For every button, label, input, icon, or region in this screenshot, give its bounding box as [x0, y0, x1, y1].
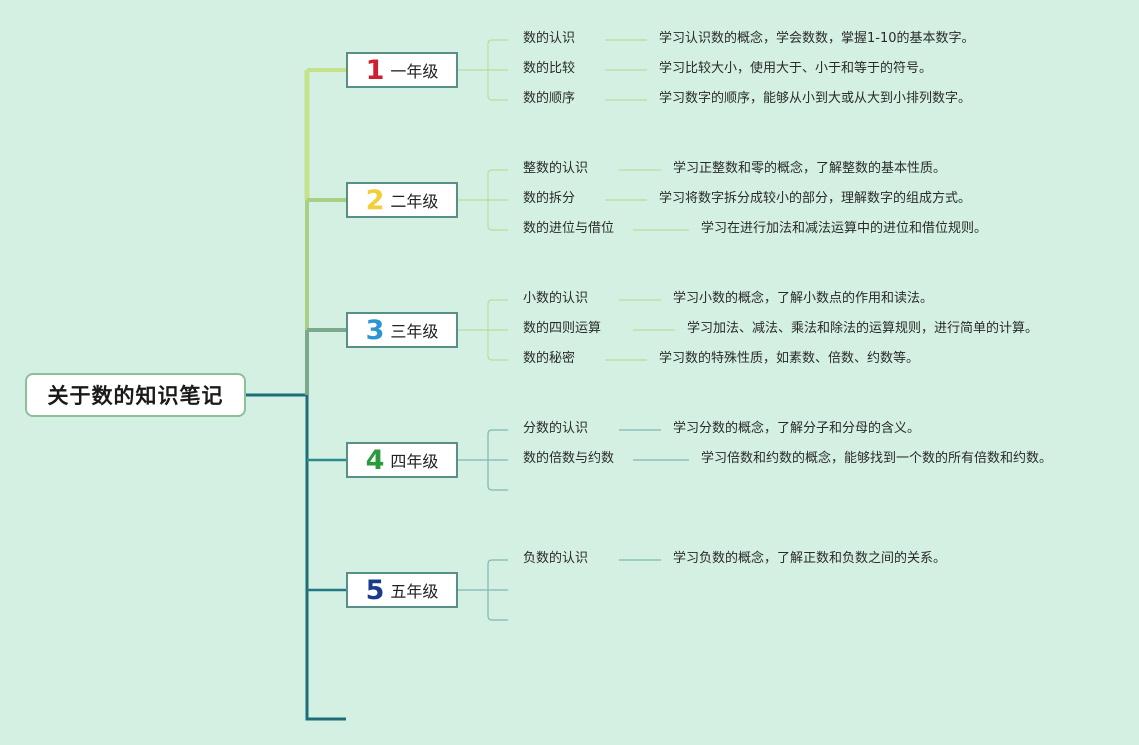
topic-description-4-1: 学习分数的概念，了解分子和分母的含义。: [673, 421, 921, 436]
topic-description-2-2: 学习将数字拆分成较小的部分，理解数字的组成方式。: [659, 191, 972, 206]
topic-description-3-2: 学习加法、减法、乘法和除法的运算规则，进行简单的计算。: [687, 321, 1039, 336]
grade-node-4[interactable]: 4 四年级: [346, 442, 458, 478]
grade-number-5: 5: [365, 574, 385, 606]
topic-description-5-1: 学习负数的概念，了解正数和负数之间的关系。: [673, 551, 947, 566]
topic-description-3-3: 学习数的特殊性质，如素数、倍数、约数等。: [659, 351, 920, 366]
root-node[interactable]: 关于数的知识笔记: [25, 373, 246, 417]
topic-description-3-1: 学习小数的概念，了解小数点的作用和读法。: [673, 291, 934, 306]
grade-number-1: 1: [365, 54, 385, 86]
grade-label-4: 四年级: [390, 452, 439, 471]
topic-description-1-1: 学习认识数的概念，学会数数，掌握1-10的基本数字。: [659, 31, 975, 46]
topic-description-2-3: 学习在进行加法和减法运算中的进位和借位规则。: [701, 221, 988, 236]
topic-1-1[interactable]: 数的认识: [523, 31, 576, 46]
grade-label-3: 三年级: [390, 322, 439, 341]
topic-description-2-1: 学习正整数和零的概念，了解整数的基本性质。: [673, 161, 947, 176]
topic-3-1[interactable]: 小数的认识: [523, 291, 589, 306]
topic-description-1-2: 学习比较大小，使用大于、小于和等于的符号。: [659, 61, 933, 76]
grade-node-2[interactable]: 2 二年级: [346, 182, 458, 218]
topic-description-4-2: 学习倍数和约数的概念，能够找到一个数的所有倍数和约数。: [701, 451, 1053, 466]
grade-number-2: 2: [365, 184, 385, 216]
topic-description-1-3: 学习数字的顺序，能够从小到大或从大到小排列数字。: [659, 91, 972, 106]
grade-node-3[interactable]: 3 三年级: [346, 312, 458, 348]
topic-2-2[interactable]: 数的拆分: [523, 191, 576, 206]
topic-5-1[interactable]: 负数的认识: [523, 551, 589, 566]
topic-1-2[interactable]: 数的比较: [523, 61, 576, 76]
grade-label-5: 五年级: [390, 582, 439, 601]
topic-3-2[interactable]: 数的四则运算: [523, 321, 602, 336]
topic-4-2[interactable]: 数的倍数与约数: [523, 451, 615, 466]
topic-3-3[interactable]: 数的秘密: [523, 351, 576, 366]
grade-node-5[interactable]: 5 五年级: [346, 572, 458, 608]
grade-number-4: 4: [365, 444, 385, 476]
grade-label-1: 一年级: [390, 62, 439, 81]
root-title: 关于数的知识笔记: [47, 384, 224, 408]
grade-label-2: 二年级: [390, 192, 439, 211]
grade-node-1[interactable]: 1 一年级: [346, 52, 458, 88]
topic-2-3[interactable]: 数的进位与借位: [523, 221, 615, 236]
topic-1-3[interactable]: 数的顺序: [523, 91, 576, 106]
topic-2-1[interactable]: 整数的认识: [523, 161, 589, 176]
topic-4-1[interactable]: 分数的认识: [523, 421, 589, 436]
grade-number-3: 3: [365, 314, 385, 346]
